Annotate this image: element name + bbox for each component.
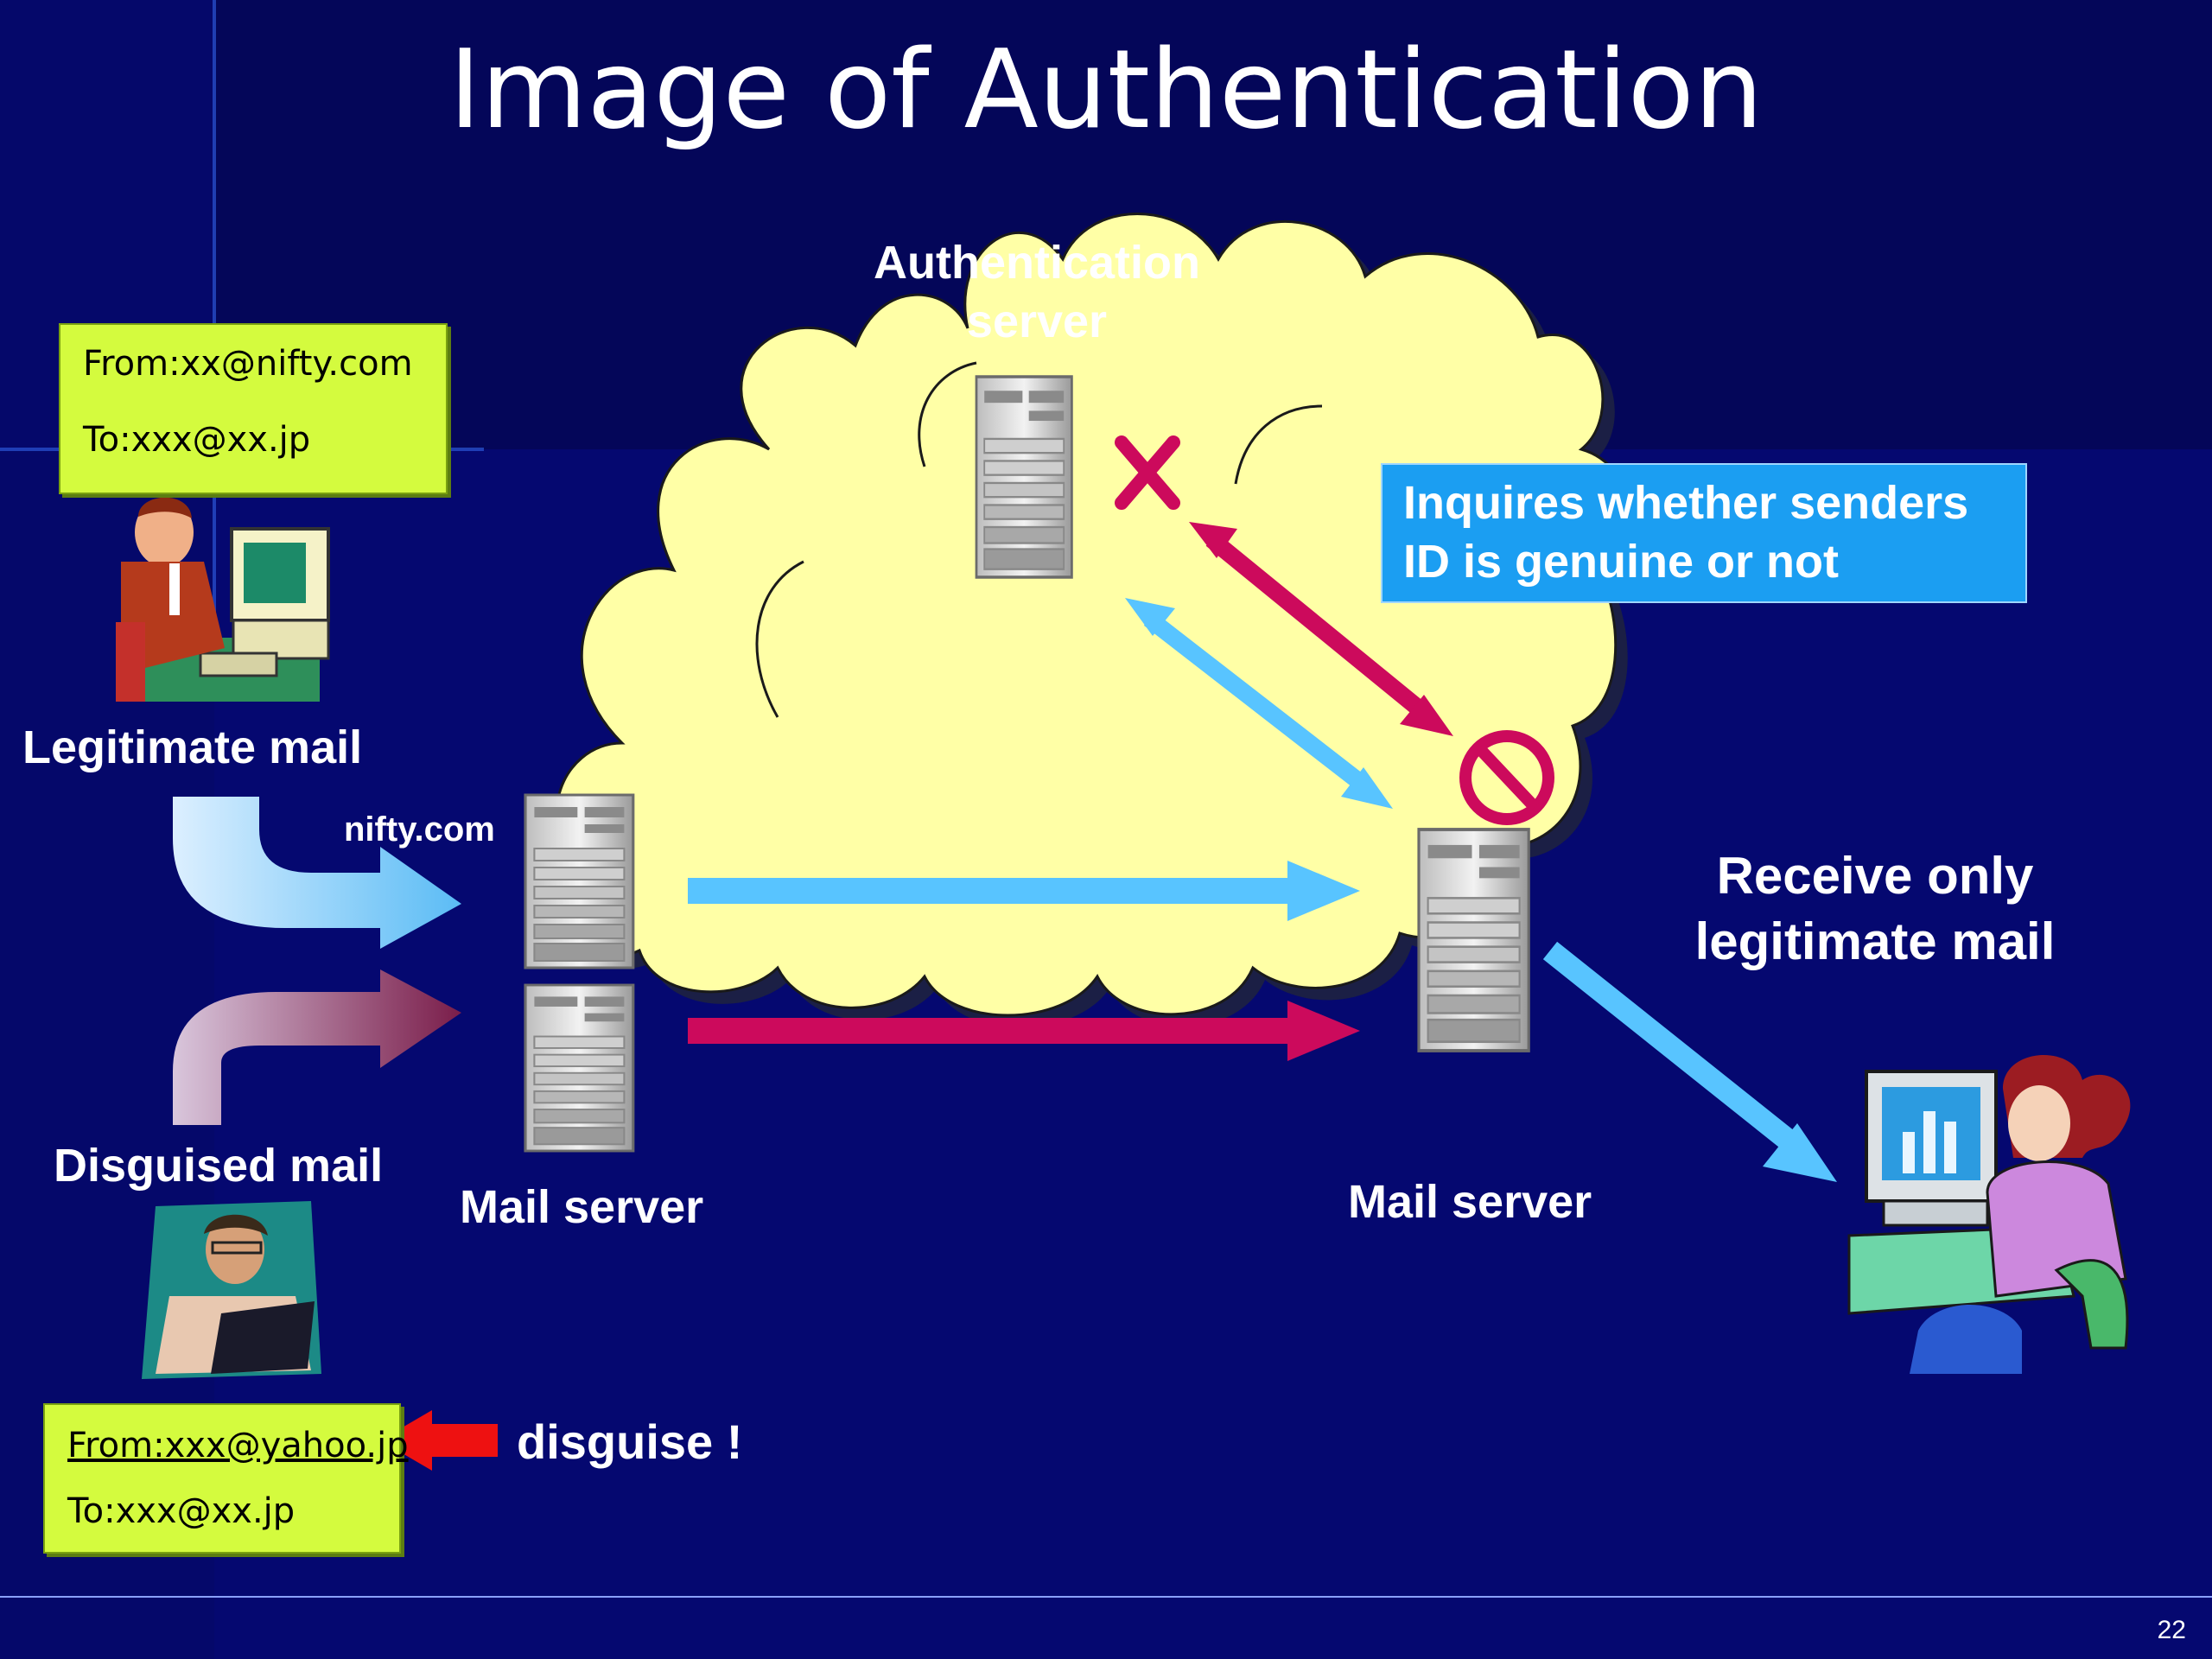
- domain-label: nifty.com: [344, 810, 495, 849]
- legitimate-incoming-arrow: [173, 797, 461, 949]
- reject-x-icon: [1115, 435, 1180, 510]
- disguised-incoming-arrow: [173, 969, 461, 1125]
- auth-server-label-line1: Authentication: [874, 237, 1200, 289]
- disguise-arrow: [380, 1410, 498, 1471]
- receiver-mail-server-label: Mail server: [1348, 1176, 1592, 1228]
- auth-server-label-line2: server: [966, 296, 1108, 347]
- auth-server-label: Authentication server: [864, 233, 1210, 351]
- sender-mail-server-label: Mail server: [460, 1181, 704, 1233]
- legit-from-address: From:xx@nifty.com: [83, 344, 413, 384]
- disguised-to-address: To:xxx@xx.jp: [67, 1491, 296, 1531]
- disguised-sender-clipart: [142, 1201, 321, 1379]
- legitimate-sender-clipart: [116, 497, 330, 702]
- sender-mail-server-icon-top: [524, 793, 635, 969]
- inquiry-callout: Inquires whether senders ID is genuine o…: [1381, 463, 2027, 603]
- auth-query-arrow-blue: [1125, 598, 1393, 809]
- receiver-mail-server-icon: [1417, 828, 1531, 1052]
- callout-line2: ID is genuine or not: [1403, 536, 1840, 588]
- recipient-clipart: [1847, 1055, 2131, 1374]
- network-cloud: [555, 213, 1642, 1027]
- receive-legitimate-label: Receive only legitimate mail: [1642, 843, 2108, 975]
- legit-to-address: To:xxx@xx.jp: [83, 420, 311, 460]
- no-entry-icon: [1459, 730, 1554, 825]
- disguise-label: disguise !: [517, 1414, 743, 1469]
- sender-mail-server-icon-bottom: [524, 983, 635, 1153]
- disguised-flow-arrow: [688, 1001, 1360, 1061]
- delivery-arrow: [1542, 941, 1837, 1182]
- callout-line1: Inquires whether senders: [1403, 477, 1969, 529]
- page-number: 22: [2157, 1616, 2186, 1644]
- authentication-server-icon: [975, 375, 1074, 579]
- auth-query-arrow-magenta: [1189, 522, 1453, 736]
- receive-label-line1: Receive only: [1716, 847, 2034, 905]
- legitimate-flow-arrow: [688, 861, 1360, 921]
- disguised-from-address: From:xxx@yahoo.jp: [67, 1426, 409, 1465]
- slide-title: Image of Authentication: [448, 26, 1764, 153]
- disguised-mail-note: From:xxx@yahoo.jp To:xxx@xx.jp: [43, 1403, 409, 1554]
- receive-label-line2: legitimate mail: [1694, 912, 2056, 970]
- legitimate-mail-label: Legitimate mail: [22, 721, 363, 773]
- legitimate-mail-note: From:xx@nifty.com To:xxx@xx.jp: [59, 323, 448, 494]
- disguised-mail-label: Disguised mail: [54, 1140, 384, 1192]
